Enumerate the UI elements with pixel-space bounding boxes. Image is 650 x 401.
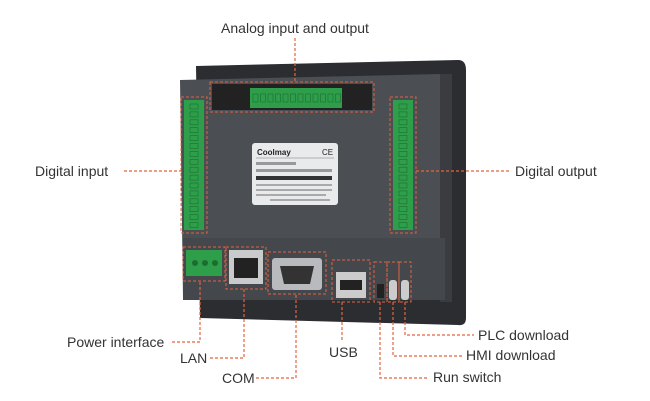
terminal-pin [327, 93, 334, 103]
terminal-pin [267, 93, 274, 103]
callout-lan: LAN [180, 350, 207, 366]
terminal-pin [189, 111, 199, 118]
terminal-pin [189, 103, 199, 110]
terminal-pin [260, 93, 266, 103]
terminal-pin [312, 93, 319, 103]
terminal-pin [398, 174, 408, 181]
terminal-pin [297, 93, 304, 103]
terminal-pin [252, 93, 259, 103]
callout-hmi-download: HMI download [466, 347, 556, 363]
power-connector [182, 246, 226, 282]
product-label: Coolmay CE [252, 143, 338, 205]
terminal-pin [189, 214, 199, 220]
callout-digital-input: Digital input [35, 163, 108, 179]
analog-terminal-block [209, 81, 375, 113]
terminal-pin [189, 190, 199, 197]
terminal-pin [189, 119, 199, 126]
lan-port [225, 246, 267, 290]
terminal-pin [335, 93, 341, 103]
terminal-pin [398, 206, 408, 212]
callout-com: COM [222, 370, 255, 386]
brand-text: Coolmay [257, 148, 291, 157]
terminal-pin [189, 143, 199, 149]
callout-digital-output: Digital output [515, 163, 597, 179]
callout-analog: Analog input and output [221, 20, 369, 36]
terminal-pin [398, 143, 408, 149]
terminal-pin [275, 93, 281, 103]
ce-mark: CE [322, 148, 333, 157]
terminal-pin [305, 93, 311, 103]
terminal-pin [398, 111, 408, 118]
terminal-pin [398, 166, 408, 173]
terminal-pin [189, 206, 199, 212]
terminal-pin [398, 190, 408, 197]
terminal-pin [398, 222, 408, 228]
callout-usb: USB [329, 344, 358, 360]
callout-power: Power interface [67, 334, 164, 350]
terminal-pin [398, 198, 408, 205]
run-switch [373, 261, 388, 303]
terminal-pin [189, 159, 199, 165]
callout-run-switch: Run switch [433, 369, 501, 385]
terminal-pin [398, 119, 408, 126]
usb-port [331, 259, 371, 303]
terminal-pin [398, 135, 408, 141]
terminal-pin [189, 151, 199, 157]
terminal-pin [282, 93, 289, 103]
terminal-pin [398, 151, 408, 157]
terminal-pin [290, 93, 296, 103]
terminal-pin [398, 159, 408, 165]
terminal-pin [398, 127, 408, 133]
terminal-pin [189, 166, 199, 173]
terminal-pin [398, 103, 408, 110]
terminal-pin [189, 198, 199, 205]
terminal-pin [189, 182, 199, 189]
digital-output-terminal-block [389, 96, 417, 234]
terminal-pin [189, 127, 199, 133]
com-port [267, 251, 327, 295]
digital-input-terminal-block [180, 96, 208, 234]
terminal-pin [189, 222, 199, 228]
callout-plc-download: PLC download [478, 327, 569, 343]
terminal-pin [398, 182, 408, 189]
terminal-pin [189, 174, 199, 181]
terminal-pin [398, 214, 408, 220]
terminal-pin [189, 135, 199, 141]
terminal-pin [320, 93, 326, 103]
